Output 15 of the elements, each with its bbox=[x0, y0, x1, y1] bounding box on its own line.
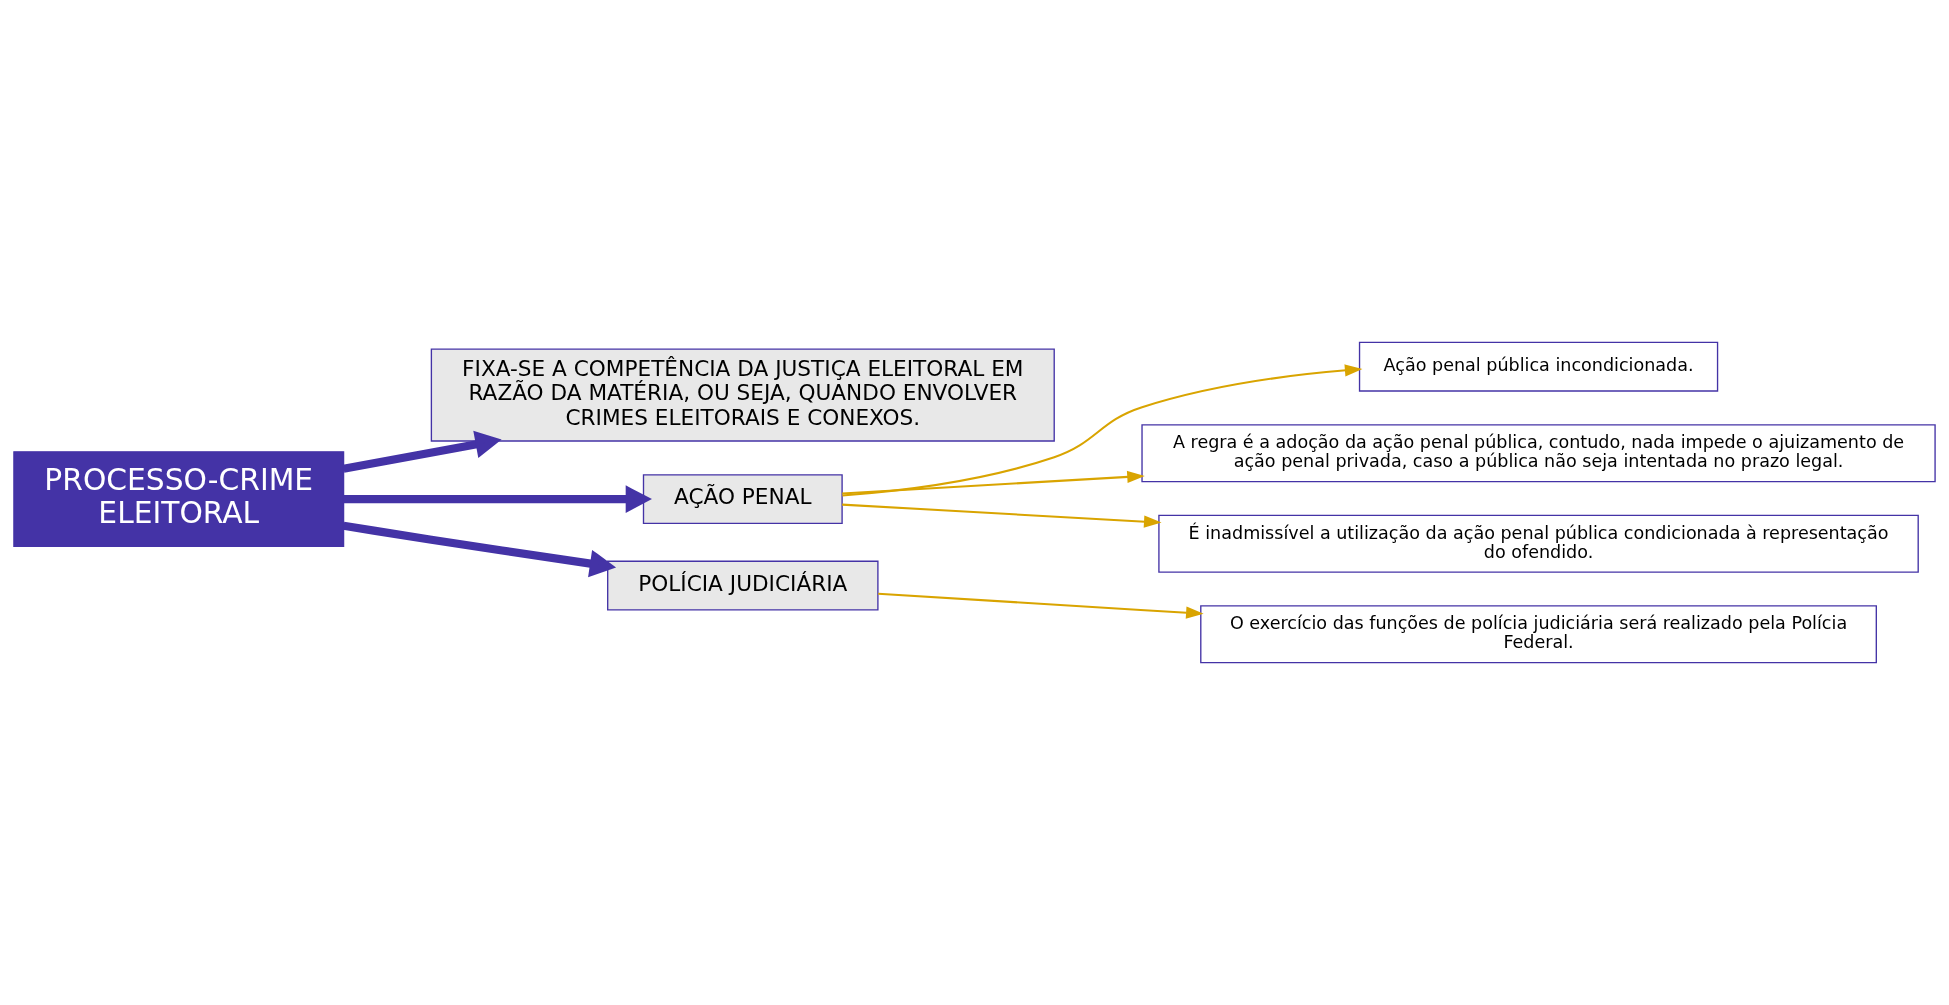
arrow bbox=[343, 485, 652, 513]
arrow bbox=[842, 470, 1145, 495]
node-box: FIXA-SE A COMPETÊNCIA DA JUSTIÇA ELEITORAL EM RAZÃO DA MATÉRIA, OU SEJA, QUANDO ENVOLVER CRIMES ELEITORAIS E CONEXOS. bbox=[430, 348, 1055, 442]
arrow bbox=[342, 521, 617, 578]
node-box: É inadmissível a utilização da ação penal pública condicionada à representação do ofendido. bbox=[1158, 514, 1919, 573]
arrow bbox=[342, 430, 502, 473]
node-box: PROCESSO-CRIME ELEITORAL bbox=[13, 451, 345, 548]
arrow bbox=[842, 364, 1363, 497]
node-box: Ação penal pública incondicionada. bbox=[1358, 341, 1719, 392]
arrow bbox=[842, 503, 1162, 528]
node-box: O exercício das funções de polícia judiciária será realizado pela Polícia Federal. bbox=[1200, 605, 1877, 664]
node-box: A regra é a adoção da ação penal pública, contudo, nada impede o ajuizamento de ação penal privada, caso a pública não seja intentada no prazo legal. bbox=[1141, 424, 1936, 483]
node-box: POLÍCIA JUDICIÁRIA bbox=[607, 560, 879, 611]
node-box: AÇÃO PENAL bbox=[642, 474, 843, 525]
arrow bbox=[878, 592, 1204, 619]
